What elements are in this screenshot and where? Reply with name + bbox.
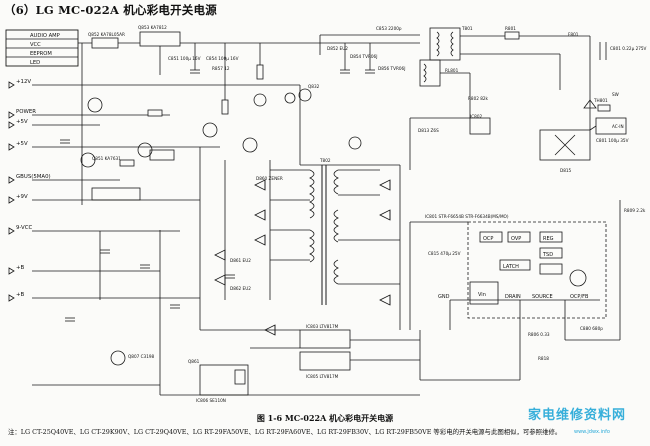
- label-drain: DRAIN: [505, 294, 521, 300]
- transformer-t802: [270, 165, 400, 305]
- side-label-gbus: GBUS(5MA0): [16, 174, 51, 180]
- top-rail-wires: [78, 34, 420, 205]
- label-latch: LATCH: [503, 264, 519, 270]
- label-r818: R818: [538, 356, 549, 361]
- label-ocfb: OCP/FB: [570, 294, 589, 300]
- label-ic803: IC803 LTV817M: [306, 324, 339, 329]
- label-q853: Q853 KA7812: [138, 25, 167, 30]
- side-label-9vcc: 9-VCC: [16, 225, 33, 231]
- passive-component-marks: [60, 64, 375, 322]
- left-connector-block: AUDIO AMP VCC EEPROM LED: [5, 29, 79, 67]
- rectifier-diodes: [214, 179, 391, 336]
- label-d862: D862 EU2: [230, 286, 251, 291]
- label-q852: Q852 KA78L05AR: [88, 32, 125, 37]
- watermark-url: www.jdwx.info: [574, 429, 610, 435]
- label-c853: C853 2200p: [376, 26, 402, 31]
- label-q807: Q807 C3198: [128, 354, 155, 359]
- side-label-9v: +9V: [16, 194, 28, 200]
- terminal-eeprom: EEPROM: [30, 51, 52, 57]
- label-d860: D860 ZENER: [256, 176, 283, 181]
- label-th801: TH801: [593, 98, 608, 103]
- label-c801b: C801 100μ 35V: [596, 138, 629, 143]
- label-d856: D856 TVR06J: [378, 66, 405, 71]
- ic801-pin-labels: OCP OVP REG TSD LATCH GND Vin DRAIN SOUR…: [438, 236, 589, 300]
- side-label-b-a: +B: [16, 265, 25, 271]
- label-q861: Q861: [188, 359, 200, 364]
- label-reg: REG: [543, 236, 554, 242]
- label-r801: R801: [505, 26, 516, 31]
- regulator-q853: [139, 31, 181, 47]
- mains-input-section: [429, 27, 627, 135]
- label-rl801: RL801: [445, 68, 459, 73]
- ic801-block: [409, 200, 621, 340]
- label-source: SOURCE: [532, 294, 553, 300]
- side-labels: +12V POWER +5V +5V GBUS(5MA0) +9V 9-VCC …: [16, 79, 51, 298]
- terminal-vcc: VCC: [30, 42, 41, 48]
- relay-bridge-section: [409, 59, 591, 170]
- label-ocp: OCP: [483, 236, 493, 242]
- label-ic801: IC801 STR-F6654B STR-F6634B(MS/MO): [425, 214, 509, 219]
- label-r802: R802 82k: [468, 96, 489, 101]
- label-c801: C801 0.22μ 275V: [610, 46, 647, 51]
- label-c851: C851 100μ 16V: [168, 56, 201, 61]
- watermark-logo: 家电维修资料网: [528, 408, 627, 423]
- label-tsd: TSD: [542, 252, 553, 258]
- label-q832: Q832: [308, 84, 320, 89]
- label-r809: R809 2.2k: [624, 208, 646, 213]
- terminal-audio-amp: AUDIO AMP: [30, 33, 60, 39]
- label-d852: D852 EU2: [327, 46, 348, 51]
- figure-note: 注：LG CT-25Q40VE、LG CT-29K90V、LG CT-29Q40…: [8, 428, 562, 436]
- label-ic805: IC805 LTV817M: [306, 374, 339, 379]
- side-label-power: POWER: [16, 109, 36, 115]
- label-vin: Vin: [478, 292, 486, 298]
- regulator-q852: [91, 37, 119, 49]
- diagram-heading: （6）LG MC-022A 机心彩电开关电源: [4, 3, 217, 17]
- terminal-led: LED: [30, 60, 40, 66]
- side-label-5v-b: +5V: [16, 141, 28, 147]
- label-c815: C815 470μ 25V: [428, 251, 461, 256]
- side-label-5v-a: +5V: [16, 119, 28, 125]
- label-sw: SW: [612, 92, 619, 97]
- label-c854: C854 100μ 16V: [206, 56, 239, 61]
- label-ic806: IC806 SE110N: [196, 398, 226, 403]
- label-t801: T801: [461, 26, 473, 31]
- left-branch-wires: [32, 84, 300, 386]
- label-q851: Q851 KA7631: [92, 156, 121, 161]
- label-ovp: OVP: [511, 236, 521, 242]
- label-gnd: GND: [438, 294, 450, 300]
- label-r806: R806 0.33: [528, 332, 550, 337]
- label-d854: D854 TVR06J: [350, 54, 377, 59]
- left-active-devices: [80, 88, 362, 366]
- figure-caption: 图 1-6 MC-022A 机心彩电开关电源: [256, 413, 394, 423]
- label-d861: D861 EU2: [230, 258, 251, 263]
- output-arrows: [8, 81, 15, 302]
- label-d813: D813 Z6S: [418, 128, 439, 133]
- label-r857: R857 12: [212, 66, 230, 71]
- component-labels: Q853 KA7812 Q852 KA78L05AR C851 100μ 16V…: [88, 25, 647, 403]
- side-label-b-b: +B: [16, 292, 25, 298]
- label-acin: AC-IN: [612, 124, 624, 129]
- feedback-section: [160, 329, 620, 396]
- label-f801: F801: [568, 32, 579, 37]
- side-label-12v: +12V: [16, 79, 31, 85]
- label-c880: C880 680p: [580, 326, 603, 331]
- label-d815: D815: [560, 168, 572, 173]
- label-t802: T802: [319, 158, 331, 163]
- label-ic802: IC802: [470, 114, 482, 119]
